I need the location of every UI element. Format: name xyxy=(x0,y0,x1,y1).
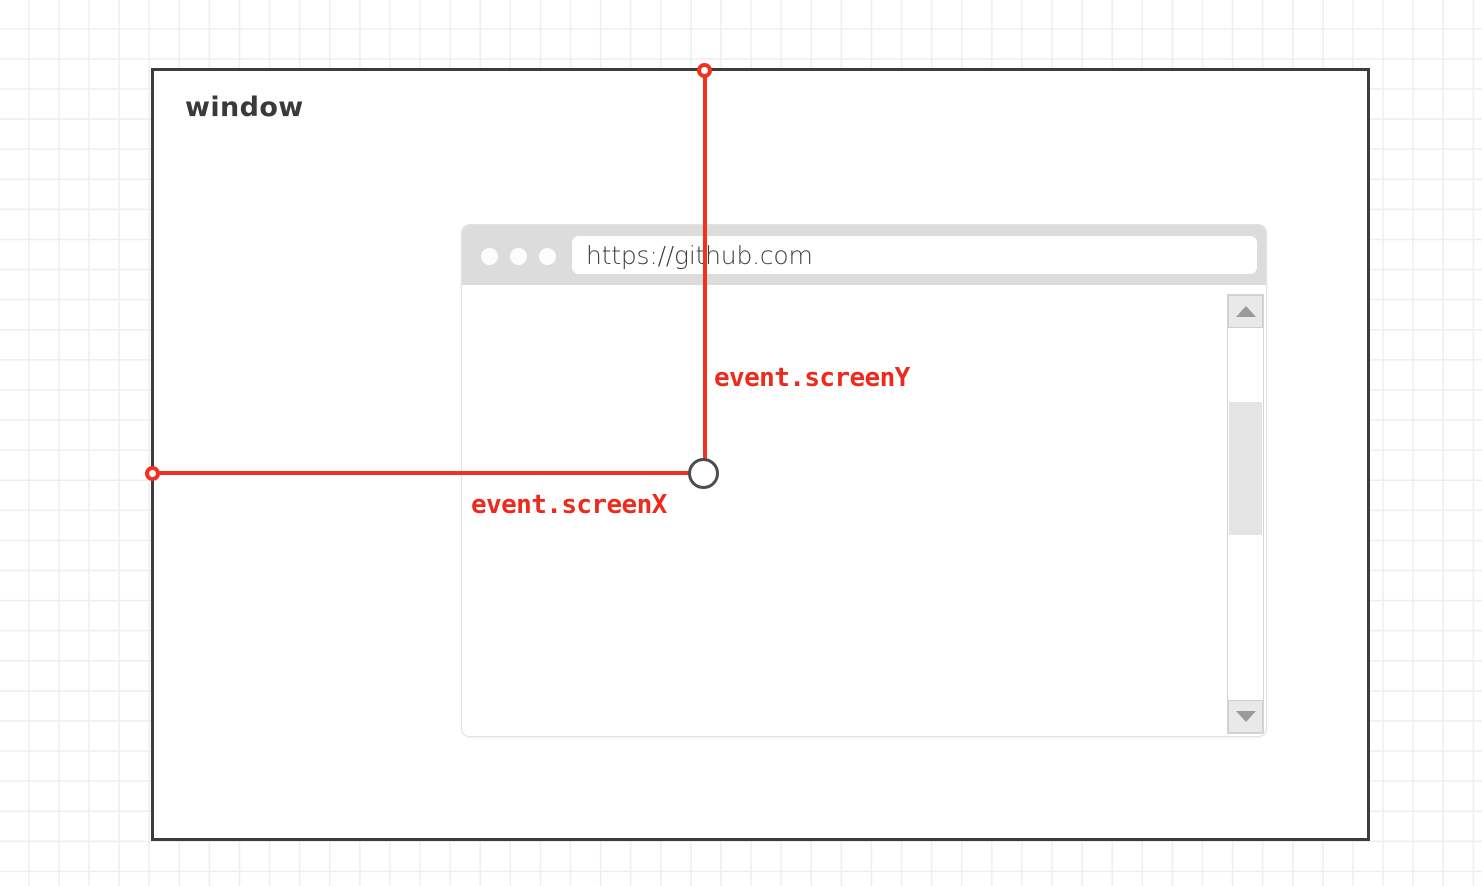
traffic-light-dot-1-icon[interactable] xyxy=(481,248,498,265)
scroll-down-button[interactable] xyxy=(1228,700,1263,733)
screen-y-label: event.screenY xyxy=(714,363,910,393)
browser-chrome-bar: https://github.com xyxy=(462,225,1266,285)
scroll-up-button[interactable] xyxy=(1228,295,1263,328)
screen-y-measure-line xyxy=(703,70,707,474)
browser-mockup: https://github.com xyxy=(461,224,1267,737)
screen-x-label: event.screenX xyxy=(471,490,667,520)
triangle-down-icon xyxy=(1235,711,1256,722)
browser-traffic-lights xyxy=(481,248,556,265)
screen-x-origin-marker-icon xyxy=(145,466,160,481)
pointer-position-circle-icon xyxy=(688,458,719,489)
window-label: window xyxy=(185,92,304,123)
browser-viewport xyxy=(462,286,1266,736)
scrollbar-thumb[interactable] xyxy=(1229,402,1262,535)
url-address-bar[interactable]: https://github.com xyxy=(572,236,1257,274)
vertical-scrollbar[interactable] xyxy=(1227,294,1264,734)
url-text: https://github.com xyxy=(586,240,813,270)
screen-y-origin-marker-icon xyxy=(697,63,712,78)
traffic-light-dot-3-icon[interactable] xyxy=(539,248,556,265)
screen-x-measure-line xyxy=(152,471,705,475)
triangle-up-icon xyxy=(1235,306,1256,317)
traffic-light-dot-2-icon[interactable] xyxy=(510,248,527,265)
